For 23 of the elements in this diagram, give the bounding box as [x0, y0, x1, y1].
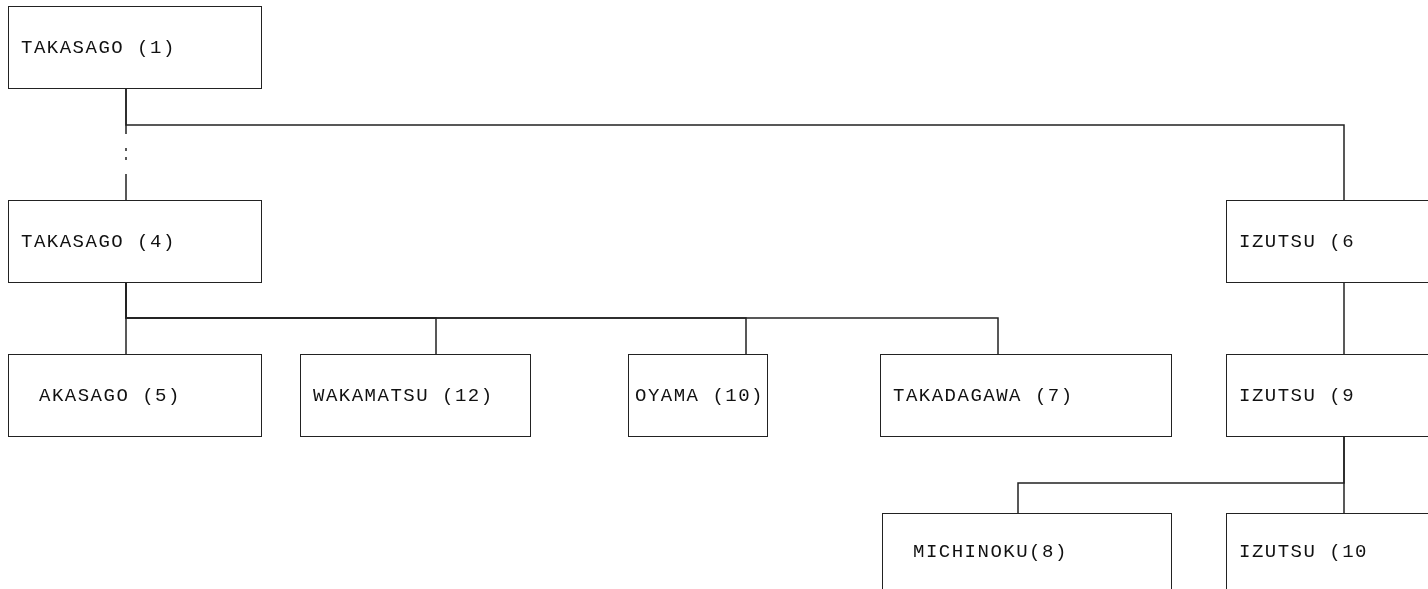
- stable-name: TAKASAGO (4): [20, 230, 176, 253]
- stable-name: WAKAMATSU (12): [312, 384, 494, 407]
- stable-name: IZUTSU (10: [1238, 540, 1369, 563]
- stable-box: [882, 513, 1172, 589]
- stable-name: IZUTSU (6: [1238, 230, 1356, 253]
- stable-box: [300, 354, 531, 437]
- stable-name: TAKASAGO (1): [20, 36, 176, 59]
- stable-box: [8, 200, 262, 283]
- stable-box: [1226, 354, 1428, 437]
- stable-name: OYAMA (10): [634, 384, 765, 407]
- connector-line: [1343, 282, 1345, 355]
- stable-box: [1226, 200, 1428, 283]
- stable-box: [1226, 513, 1428, 589]
- stable-name: IZUTSU (9: [1238, 384, 1356, 407]
- stable-box: [628, 354, 768, 437]
- connector-line: [1343, 436, 1345, 514]
- stable-name: TAKADAGAWA (7): [892, 384, 1074, 407]
- stable-name: AKASAGO (5): [38, 384, 181, 407]
- stable-box: [880, 354, 1172, 437]
- connector-line: [125, 88, 1345, 201]
- stable-name: MICHINOKU(8): [912, 540, 1068, 563]
- stable-box: [8, 6, 262, 89]
- stable-box: [8, 354, 262, 437]
